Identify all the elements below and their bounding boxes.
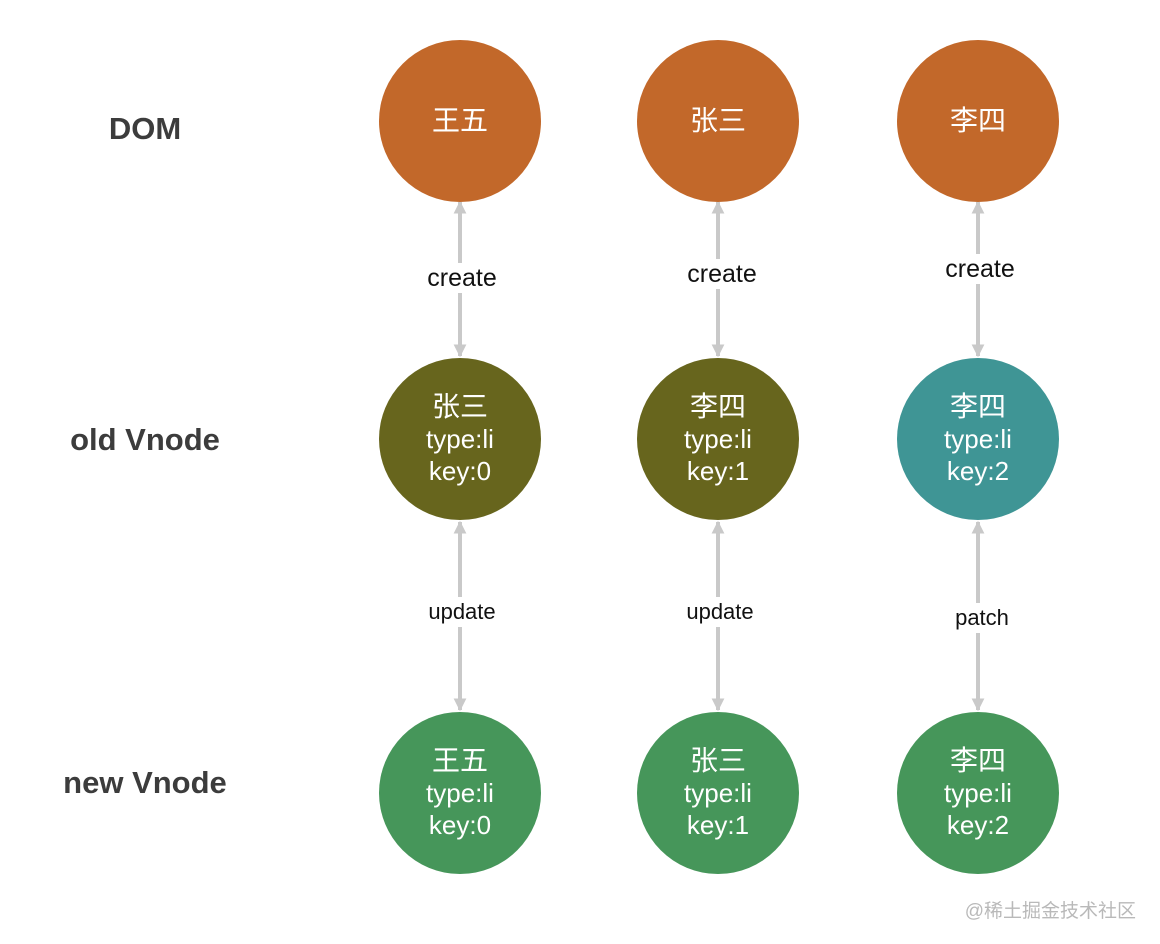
dom-link-label-1: create xyxy=(685,259,759,289)
vnode-link-label-0: update xyxy=(426,597,498,627)
new-vnode-2: 李四 type:li key:2 xyxy=(897,712,1059,874)
row-label-old-vnode: old Vnode xyxy=(70,422,220,457)
vnode-name: 李四 xyxy=(689,391,746,422)
row-label-dom: DOM xyxy=(108,111,182,146)
vnode-link-label-2: patch xyxy=(953,603,1011,633)
vnode-type: type:li xyxy=(426,778,494,808)
vnode-name: 李四 xyxy=(949,391,1006,422)
watermark: @稀土掘金技术社区 xyxy=(964,901,1136,922)
vnode-type: type:li xyxy=(426,424,494,454)
old-vnode-0: 张三 type:li key:0 xyxy=(379,358,541,520)
dom-node-name: 王五 xyxy=(431,105,488,136)
vnode-name: 张三 xyxy=(431,391,488,422)
vnode-key: key:0 xyxy=(428,456,492,486)
row-label-new-vnode: new Vnode xyxy=(63,765,227,800)
vnode-type: type:li xyxy=(944,778,1012,808)
vnode-key: key:2 xyxy=(946,810,1010,840)
old-vnode-2: 李四 type:li key:2 xyxy=(897,358,1059,520)
vnode-type: type:li xyxy=(684,424,752,454)
new-vnode-0: 王五 type:li key:0 xyxy=(379,712,541,874)
dom-link-label-2: create xyxy=(943,254,1017,284)
vnode-name: 李四 xyxy=(949,745,1006,776)
dom-node-2: 李四 xyxy=(897,40,1059,202)
vnode-type: type:li xyxy=(684,778,752,808)
dom-node-0: 王五 xyxy=(379,40,541,202)
vnode-type: type:li xyxy=(944,424,1012,454)
dom-node-name: 张三 xyxy=(689,105,746,136)
vnode-link-label-1: update xyxy=(684,597,756,627)
vnode-key: key:1 xyxy=(686,810,750,840)
old-vnode-1: 李四 type:li key:1 xyxy=(637,358,799,520)
dom-node-name: 李四 xyxy=(949,105,1006,136)
vnode-key: key:2 xyxy=(946,456,1010,486)
new-vnode-1: 张三 type:li key:1 xyxy=(637,712,799,874)
vnode-name: 王五 xyxy=(431,745,488,776)
dom-node-1: 张三 xyxy=(637,40,799,202)
vnode-key: key:0 xyxy=(428,810,492,840)
dom-link-label-0: create xyxy=(425,263,499,293)
vnode-name: 张三 xyxy=(689,745,746,776)
vnode-key: key:1 xyxy=(686,456,750,486)
